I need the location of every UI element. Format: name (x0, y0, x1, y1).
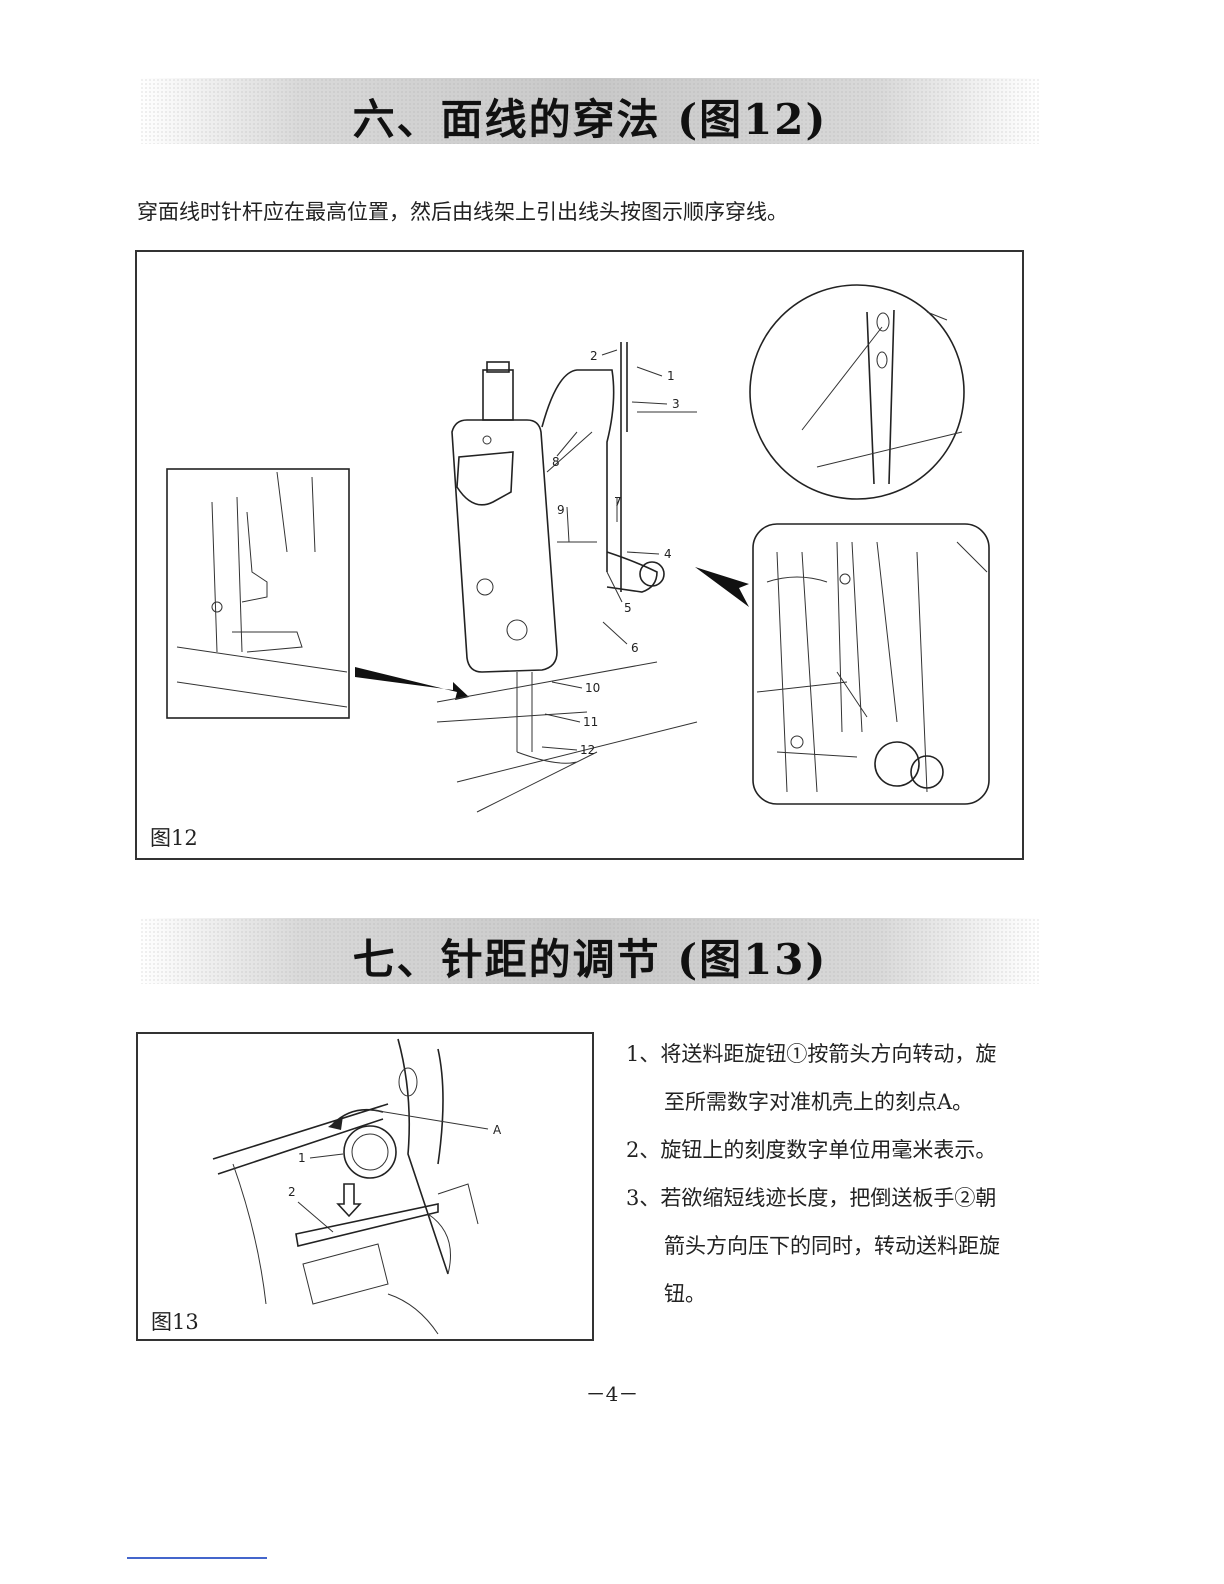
label-8: 8 (552, 455, 560, 469)
label-4: 4 (664, 547, 672, 561)
figure-12: 2 1 3 8 7 9 4 5 6 10 11 12 图12 (135, 250, 1024, 860)
inset-thread-take-up (753, 524, 989, 804)
step-2: 2、旋钮上的刻度数字单位用毫米表示。 (626, 1126, 1046, 1174)
label-9: 9 (557, 503, 565, 517)
arrow-down-icon (338, 1184, 360, 1216)
figure-13-illustration: A 1 2 (138, 1034, 592, 1339)
footer-line (127, 1557, 267, 1559)
arrow-icon (695, 567, 749, 607)
label-6: 6 (631, 641, 639, 655)
step-1-line-2: 至所需数字对准机壳上的刻点A。 (626, 1078, 1046, 1126)
label-10: 10 (585, 681, 600, 695)
label-7: 7 (614, 495, 622, 509)
figure-13-caption: 图13 (151, 1306, 199, 1336)
label-1: 1 (298, 1151, 306, 1165)
section-heading-band: 六、面线的穿法 (图12) (140, 78, 1040, 144)
figure-13: A 1 2 图13 (136, 1032, 594, 1341)
label-2: 2 (590, 349, 598, 363)
label-2: 2 (288, 1185, 296, 1199)
figure-12-illustration: 2 1 3 8 7 9 4 5 6 10 11 12 (137, 252, 1022, 858)
step-3-line-2: 箭头方向压下的同时，转动送料距旋 (626, 1222, 1046, 1270)
step-3-line-1: 3、若欲缩短线迹长度，把倒送板手②朝 (626, 1186, 996, 1210)
machine-head-drawing (437, 342, 697, 812)
section-6-heading: 六、面线的穿法 (图12) (140, 86, 1040, 147)
label-11: 11 (583, 715, 598, 729)
label-5: 5 (624, 601, 632, 615)
threading-instructions: 穿面线时针杆应在最高位置，然后由线架上引出线头按图示顺序穿线。 (137, 196, 788, 226)
step-1: 1、将送料距旋钮①按箭头方向转动，旋 至所需数字对准机壳上的刻点A。 (626, 1030, 1046, 1126)
label-1: 1 (667, 369, 675, 383)
label-12: 12 (580, 743, 595, 757)
figure-12-caption: 图12 (150, 822, 198, 852)
inset-needle-eye (750, 285, 964, 499)
step-2-line-1: 2、旋钮上的刻度数字单位用毫米表示。 (626, 1138, 996, 1162)
inset-presser-foot (167, 469, 349, 718)
page-number: －4－ (0, 1378, 1224, 1407)
step-3-line-3: 钮。 (626, 1270, 1046, 1318)
label-A: A (493, 1123, 502, 1137)
section-7-heading: 七、针距的调节 (图13) (140, 926, 1040, 987)
reverse-lever (296, 1204, 438, 1246)
step-1-line-1: 1、将送料距旋钮①按箭头方向转动，旋 (626, 1042, 996, 1066)
stitch-length-steps: 1、将送料距旋钮①按箭头方向转动，旋 至所需数字对准机壳上的刻点A。 2、旋钮上… (626, 1030, 1046, 1318)
section-heading-band: 七、针距的调节 (图13) (140, 918, 1040, 984)
label-3: 3 (672, 397, 680, 411)
step-3: 3、若欲缩短线迹长度，把倒送板手②朝 箭头方向压下的同时，转动送料距旋 钮。 (626, 1174, 1046, 1318)
arrow-icon (355, 667, 469, 700)
